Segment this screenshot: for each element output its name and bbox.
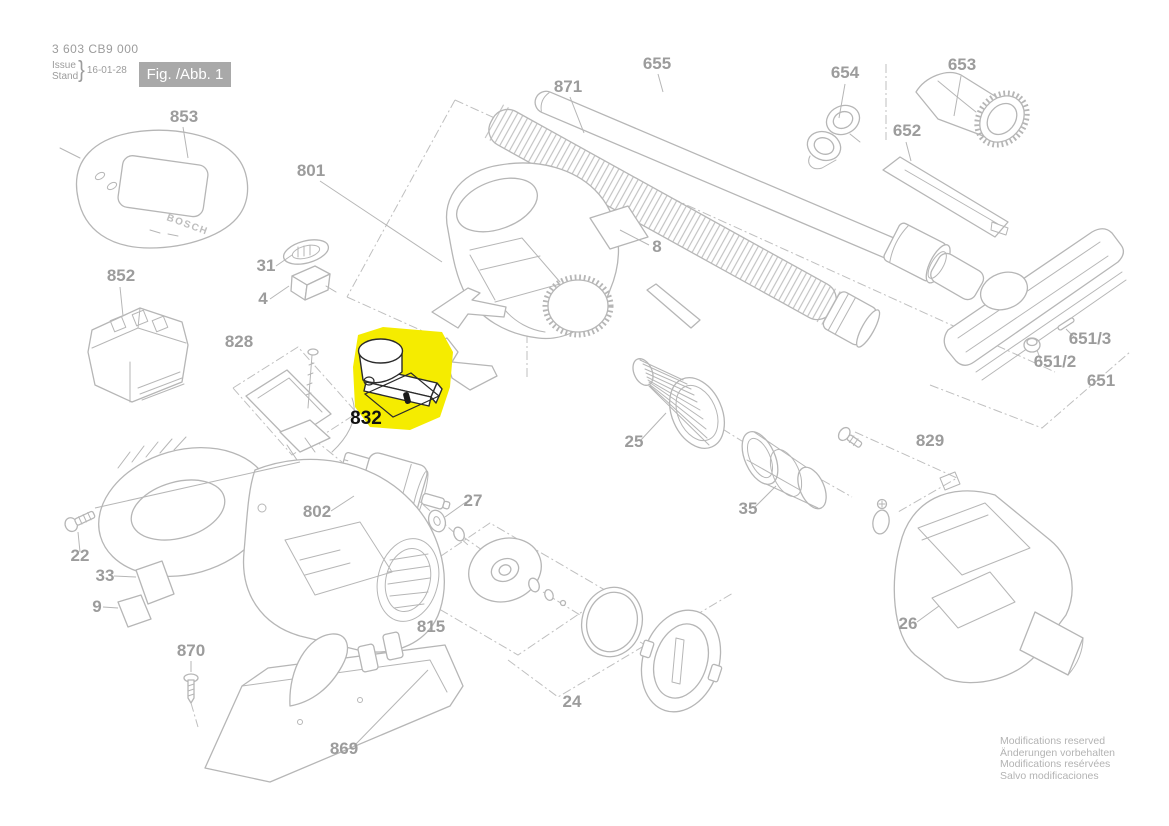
drawing-header: 3 603 CB9 000 Issue Stand } 16-01-28 [52,42,139,83]
part-battery-852[interactable] [87,307,189,403]
part-lever-832-highlighted[interactable] [353,327,453,430]
part-filter-25[interactable] [629,356,735,457]
part-strip[interactable] [646,283,701,329]
label-31[interactable]: 31 [257,256,276,275]
issue-label: Issue [52,59,76,71]
label-828[interactable]: 828 [225,332,253,351]
label-24[interactable]: 24 [563,692,582,711]
label-852[interactable]: 852 [107,266,135,285]
part-sticker-33[interactable] [135,560,175,605]
label-832-highlighted[interactable]: 832 [350,408,382,429]
part-nut-651-2[interactable] [1023,337,1041,353]
label-870[interactable]: 870 [177,641,205,660]
part-nozzle-653[interactable] [915,71,1038,156]
part-hose-871[interactable] [482,102,884,350]
figure-number-box: Fig. /Abb. 1 [139,62,231,87]
label-651-3[interactable]: 651/3 [1069,329,1112,348]
label-802[interactable]: 802 [303,502,331,521]
label-829[interactable]: 829 [916,431,944,450]
leader-lines [77,73,1077,747]
part-plate-828[interactable] [245,348,355,461]
label-869[interactable]: 869 [330,739,358,758]
part-nozzle-652[interactable] [882,156,1009,238]
part-housing-handle-half[interactable] [83,428,447,653]
label-26[interactable]: 26 [899,614,918,633]
label-4[interactable]: 4 [258,289,268,308]
part-sticker-9[interactable] [117,594,152,628]
part-screw-870[interactable] [183,673,199,704]
part-sticker-8[interactable] [589,205,649,250]
label-654[interactable]: 654 [831,63,860,82]
label-801[interactable]: 801 [297,161,325,180]
note-en: Modifications reserved [1000,735,1106,747]
label-25[interactable]: 25 [625,432,644,451]
label-27[interactable]: 27 [464,491,483,510]
type-number: 3 603 CB9 000 [52,42,139,56]
modification-notes: Modifications reserved Änderungen vorbeh… [1000,735,1116,782]
label-35[interactable]: 35 [739,499,758,518]
note-de: Änderungen vorbehalten [1000,746,1116,759]
label-8[interactable]: 8 [652,237,661,256]
part-housing-801[interactable] [445,162,620,340]
label-815[interactable]: 815 [417,617,445,636]
part-seal-kit-24[interactable] [574,580,733,722]
part-bracket-869[interactable] [204,631,464,783]
part-clip-654[interactable] [803,100,864,170]
part-charger-853[interactable]: BOSCH [59,129,249,249]
part-screw-set-829[interactable] [836,425,891,535]
issue-date: 16-01-28 [86,65,127,76]
label-853[interactable]: 853 [170,107,198,126]
note-es: Salvo modificaciones [1000,769,1099,782]
part-fan-kit-815[interactable] [426,508,567,613]
part-floor-nozzle-651[interactable] [924,228,1127,381]
label-655[interactable]: 655 [643,54,671,73]
part-switch-4[interactable] [290,265,337,301]
part-labels: 853 852 801 31 4 828 832 802 22 33 9 870… [71,54,1116,758]
label-653[interactable]: 653 [948,55,976,74]
figure-label: Fig. /Abb. 1 [146,66,224,83]
stand-label: Stand [52,70,79,82]
label-651-2[interactable]: 651/2 [1034,352,1077,371]
label-871[interactable]: 871 [554,77,582,96]
label-651[interactable]: 651 [1087,371,1115,390]
label-33[interactable]: 33 [96,566,115,585]
label-9[interactable]: 9 [92,597,101,616]
part-button-31[interactable] [281,235,331,268]
brace-glyph: } [78,57,85,83]
part-screw-22[interactable] [63,461,301,533]
part-flat-bracket[interactable] [431,287,507,329]
part-container-26[interactable] [893,471,1084,684]
part-cage-35[interactable] [735,426,832,513]
label-22[interactable]: 22 [71,546,90,565]
note-fr: Modifications resérvées [1000,758,1111,770]
label-652[interactable]: 652 [893,121,921,140]
part-pin-651-3[interactable] [0,317,1075,826]
